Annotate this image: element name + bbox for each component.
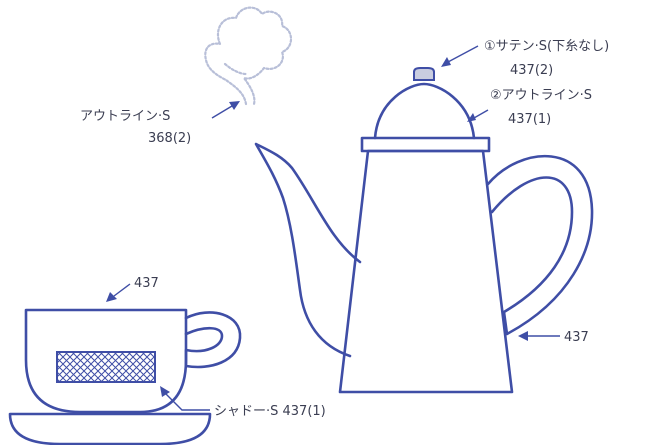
cup-thread-label: 437 [134, 276, 159, 291]
lid-stitch-label: ②アウトライン·S [490, 88, 592, 103]
steam-thread-label: 368(2) [148, 131, 191, 146]
saucer [8, 412, 212, 445]
teapot-handle [486, 154, 594, 336]
cup-body [24, 308, 188, 414]
teapot-lid-rim [360, 136, 491, 153]
knob-stitch-label: ①サテン·S(下糸なし) [484, 39, 609, 54]
teacup [8, 308, 242, 445]
cup-handle [184, 311, 242, 369]
teapot-knob [413, 67, 435, 81]
steam-stitch-label: アウトライン·S [80, 109, 170, 124]
teapot [254, 67, 594, 394]
teapot-lid [373, 82, 476, 140]
teapot-body [338, 149, 514, 394]
steam-outline [204, 6, 293, 106]
knob-thread-label: 437(2) [510, 63, 553, 78]
lid-thread-label: 437(1) [508, 112, 551, 127]
leader-lines [106, 45, 560, 411]
shadow-stitch-band [56, 351, 156, 383]
shadow-stitch-label: シャドー·S 437(1) [214, 404, 326, 419]
teapot-spout [254, 142, 362, 358]
pot-thread-label: 437 [564, 330, 589, 345]
